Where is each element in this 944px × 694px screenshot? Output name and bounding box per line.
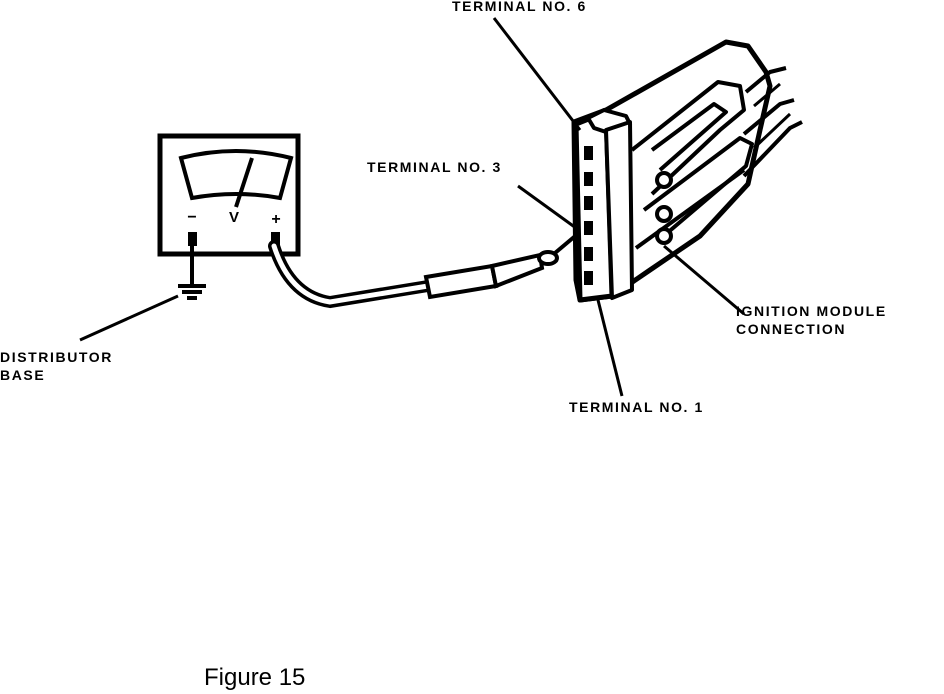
test-lead-cable [268,240,434,309]
label-distributor-line-1: DISTRIBUTOR [0,349,114,365]
label-terminal-6: TERMINAL NO. 6 [452,0,587,14]
voltmeter: − V + [157,133,301,257]
ignition-module [571,39,803,303]
terminal-pin [584,221,593,235]
ground-lead [178,246,206,300]
meter-volt-symbol: V [229,209,239,226]
terminal-pin [584,146,593,160]
leader-terminal-1 [596,299,624,397]
meter-minus-symbol: − [187,209,196,226]
leader-terminal-6 [492,17,582,131]
probe-handle [423,230,582,300]
meter-dial [178,149,294,201]
terminal-pin [584,196,593,210]
terminal-pin [584,172,593,186]
terminal-pin [584,247,593,261]
label-ignition-module-connection: IGNITION MODULE CONNECTION [736,302,887,338]
leader-ignition-module [663,244,745,316]
meter-plus-symbol: + [271,211,280,228]
label-ignition-line-2: CONNECTION [736,321,847,337]
leader-distributor-base [79,294,179,342]
terminal-pin [584,271,593,285]
label-distributor-line-2: BASE [0,367,46,383]
label-ignition-line-1: IGNITION MODULE [736,303,887,319]
meter-negative-terminal [188,232,197,246]
leader-lines [79,17,745,397]
leader-terminal-3 [517,184,577,230]
figure-caption: Figure 15 [204,664,306,691]
meter-positive-terminal [271,232,280,246]
label-distributor-base: DISTRIBUTOR BASE [0,348,113,384]
label-terminal-1: TERMINAL NO. 1 [569,399,704,415]
label-terminal-3: TERMINAL NO. 3 [367,159,502,175]
meter-needle [234,157,254,208]
